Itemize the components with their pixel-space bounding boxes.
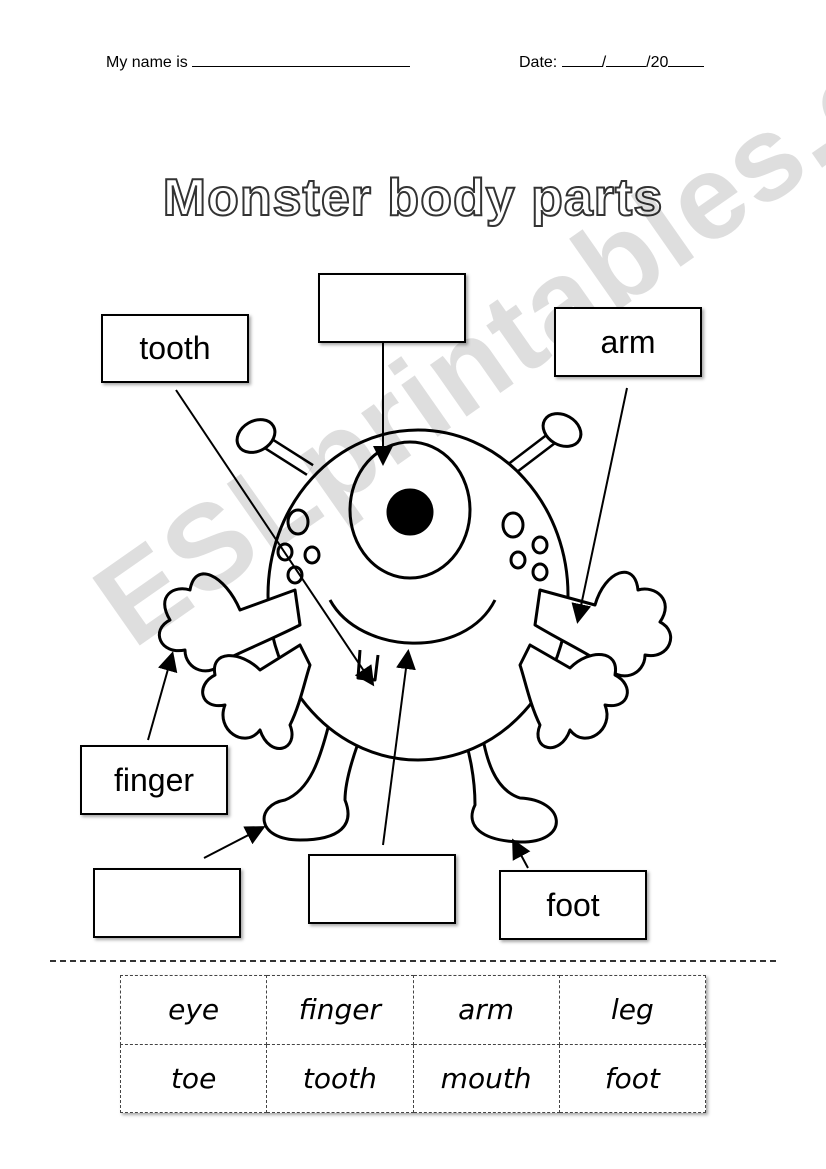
label-box-mouth-blank[interactable] — [308, 854, 456, 924]
word-bank-row: toe tooth mouth foot — [119, 1043, 707, 1113]
date-month-line[interactable] — [606, 52, 647, 67]
date-field[interactable]: Date: / /20 — [519, 52, 705, 72]
label-box-toe-blank[interactable] — [93, 868, 241, 938]
label-box-eye-blank[interactable] — [318, 273, 466, 343]
date-day-line[interactable] — [561, 52, 602, 67]
word-bank-row: eye finger arm leg — [119, 975, 707, 1045]
word-eye[interactable]: eye — [119, 975, 268, 1045]
name-field[interactable]: My name is — [106, 52, 411, 72]
label-box-finger[interactable]: finger — [80, 745, 228, 815]
date-separator-1: / — [601, 54, 607, 71]
page-title: Monster body parts — [162, 168, 664, 228]
label-box-foot[interactable]: foot — [499, 870, 647, 940]
word-finger[interactable]: finger — [266, 975, 414, 1045]
label-box-arm[interactable]: arm — [554, 307, 702, 377]
label-box-tooth[interactable]: tooth — [101, 314, 249, 383]
word-leg[interactable]: leg — [558, 975, 707, 1045]
date-label: Date: — [519, 54, 558, 71]
word-bank: eye finger arm leg toe tooth mouth foot — [119, 975, 707, 1113]
word-toe[interactable]: toe — [119, 1043, 268, 1113]
word-arm[interactable]: arm — [412, 975, 560, 1045]
cut-line — [50, 960, 776, 962]
date-separator-2: /20 — [646, 54, 669, 71]
name-label: My name is — [106, 54, 188, 71]
word-mouth[interactable]: mouth — [412, 1043, 560, 1113]
word-foot[interactable]: foot — [558, 1043, 707, 1113]
word-tooth[interactable]: tooth — [266, 1043, 414, 1113]
date-year-line[interactable] — [668, 52, 705, 67]
name-line[interactable] — [192, 52, 411, 67]
